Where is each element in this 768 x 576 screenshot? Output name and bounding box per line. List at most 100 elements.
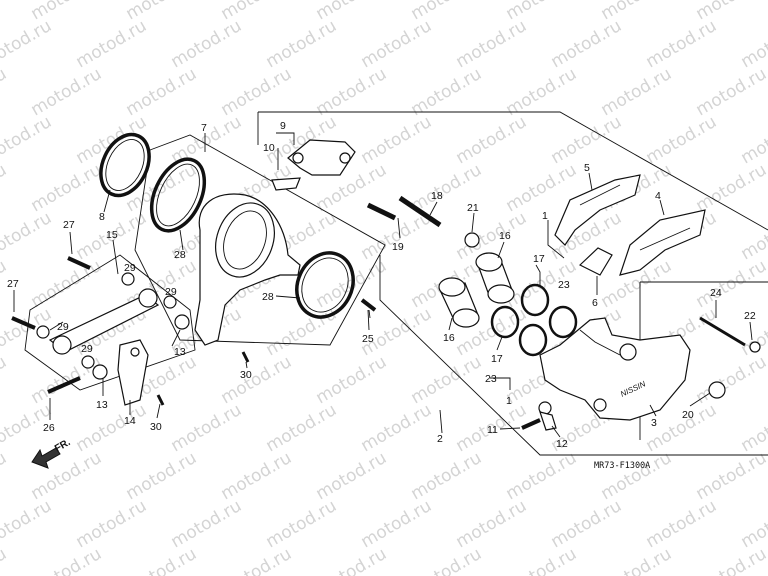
- watermark-text: motod.ru: [358, 496, 436, 552]
- watermark-text: motod.ru: [0, 352, 10, 408]
- watermark-text: motod.ru: [693, 544, 768, 576]
- watermark-text: motod.ru: [123, 544, 201, 576]
- watermark-text: motod.ru: [73, 16, 151, 72]
- watermark-text: motod.ru: [0, 16, 55, 72]
- watermark-text: motod.ru: [313, 352, 391, 408]
- callout-10: 10: [263, 142, 275, 154]
- caliper-bracket-7: [194, 193, 301, 346]
- watermark-text: motod.ru: [598, 448, 676, 504]
- watermark-text: motod.ru: [0, 208, 55, 264]
- callout-1-a: 1: [542, 210, 548, 222]
- o-ring-28-right: [295, 251, 355, 319]
- callout-1-b: 1: [506, 395, 512, 407]
- callout-29-d: 29: [81, 343, 93, 355]
- callout-9: 9: [280, 120, 286, 132]
- watermark-text: motod.ru: [73, 400, 151, 456]
- watermark-text: motod.ru: [548, 112, 626, 168]
- watermark-text: motod.ru: [453, 112, 531, 168]
- watermark-text: motod.ru: [0, 496, 55, 552]
- watermark-text: motod.ru: [0, 64, 10, 120]
- watermark-text: motod.ru: [263, 16, 341, 72]
- brake-pad-4: [619, 209, 706, 276]
- callout-6: 6: [592, 297, 598, 309]
- callout-30-a: 30: [150, 421, 162, 433]
- piston-seals-17-23: [490, 283, 578, 357]
- callout-5: 5: [584, 162, 590, 174]
- watermark-text: motod.ru: [408, 448, 486, 504]
- piston-16-upper: [475, 252, 515, 304]
- callout-17-b: 17: [491, 353, 503, 365]
- o-ring-28-left: [149, 157, 207, 233]
- watermark-text: motod.ru: [453, 16, 531, 72]
- piston-16-lower: [438, 277, 480, 328]
- bleeder-valve-11-12: [538, 401, 557, 431]
- watermark-text: motod.ru: [0, 448, 10, 504]
- callout-19: 19: [392, 241, 404, 253]
- watermark-text: motod.ru: [218, 448, 296, 504]
- watermark-text: motod.ru: [0, 112, 55, 168]
- front-direction-label: FR.: [53, 437, 73, 455]
- callout-26: 26: [43, 422, 55, 434]
- watermark-text: motod.ru: [263, 400, 341, 456]
- torque-link-15: [48, 288, 160, 355]
- pins-30: [156, 351, 250, 406]
- watermark-text: motod.ru: [693, 448, 768, 504]
- watermark-text: motod.ru: [693, 256, 768, 312]
- watermark-text: motod.ru: [408, 352, 486, 408]
- brake-pad-5: [554, 174, 641, 246]
- callout-4: 4: [655, 190, 661, 202]
- watermark-text: motod.ru: [123, 448, 201, 504]
- callout-28-a: 28: [262, 291, 274, 303]
- watermark-text: motod.ru: [0, 544, 10, 576]
- o-ring-8: [99, 132, 151, 198]
- watermark-text: motod.ru: [28, 256, 106, 312]
- watermark-text: motod.ru: [73, 496, 151, 552]
- watermark-text: motod.ru: [358, 112, 436, 168]
- watermark-text: motod.ru: [693, 352, 768, 408]
- watermark-text: motod.ru: [738, 112, 768, 168]
- watermark-text: motod.ru: [738, 400, 768, 456]
- callout-3: 3: [651, 417, 657, 429]
- callout-28-b: 28: [174, 249, 186, 261]
- watermark-text: motod.ru: [548, 496, 626, 552]
- watermark-text: motod.ru: [218, 544, 296, 576]
- pad-spring-6: [578, 247, 613, 276]
- callout-23-b: 23: [485, 373, 497, 385]
- watermark-text: motod.ru: [218, 352, 296, 408]
- stopper-plate-14: [117, 339, 149, 406]
- pad-spring-9-10: [271, 139, 356, 191]
- callout-21: 21: [467, 202, 479, 214]
- washers-and-nuts: [36, 232, 761, 399]
- callout-20: 20: [682, 409, 694, 421]
- watermark-text: motod.ru: [693, 64, 768, 120]
- callout-24: 24: [710, 287, 722, 299]
- watermark-text: motod.ru: [0, 160, 10, 216]
- watermark-text: motod.ru: [598, 64, 676, 120]
- watermark-text: motod.ru: [693, 160, 768, 216]
- leader-lines: [13, 132, 753, 438]
- callout-14: 14: [124, 415, 136, 427]
- watermark-text: motod.ru: [28, 544, 106, 576]
- watermark-text: motod.ru: [358, 16, 436, 72]
- watermark-text: motod.ru: [123, 64, 201, 120]
- callout-8: 8: [99, 211, 105, 223]
- callout-numbers: 8 27 15 27 29 29 29 29 13 13 14 26 30 30…: [7, 120, 756, 450]
- callout-27-b: 27: [7, 278, 19, 290]
- callout-18: 18: [431, 190, 443, 202]
- callout-11: 11: [487, 424, 498, 436]
- watermark-text: motod.ru: [358, 400, 436, 456]
- watermark-text: motod.ru: [598, 544, 676, 576]
- watermark-text: motod.ru: [0, 0, 10, 24]
- assembly-outlines: [24, 111, 768, 456]
- callout-16-a: 16: [499, 230, 511, 242]
- watermark-text: motod.ru: [643, 112, 721, 168]
- bolts: [11, 195, 746, 430]
- watermark-text: motod.ru: [168, 16, 246, 72]
- watermark-text: motod.ru: [28, 64, 106, 120]
- watermark-text: motod.ru: [28, 160, 106, 216]
- callout-25: 25: [362, 333, 374, 345]
- watermark-text: motod.ru: [738, 496, 768, 552]
- watermark-text: motod.ru: [548, 16, 626, 72]
- watermark-text: motod.ru: [313, 448, 391, 504]
